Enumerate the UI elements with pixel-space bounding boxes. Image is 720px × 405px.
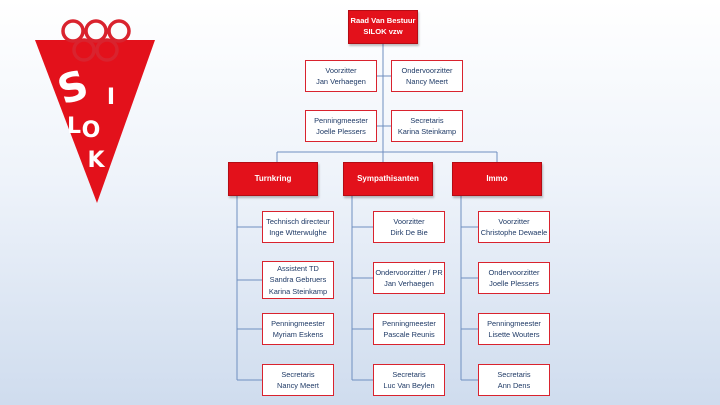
logo-ring xyxy=(84,19,108,43)
member-role: Voorzitter xyxy=(498,216,530,226)
member-name: Nancy Meert xyxy=(406,77,448,86)
member-name: Sandra Gebruers xyxy=(269,275,327,285)
logo-letter: L xyxy=(67,114,81,139)
member-name: Joelle Plessers xyxy=(489,279,539,288)
logo-pennant xyxy=(35,40,155,203)
member-role: Secretaris xyxy=(281,369,315,379)
member-role: Ondervoorzitter / PR xyxy=(375,267,443,277)
department-title: Turnkring xyxy=(254,174,292,184)
member-role: Secretaris xyxy=(392,369,426,379)
member-name: Ann Dens xyxy=(497,381,531,390)
logo-letter: O xyxy=(82,118,101,143)
logo-ring xyxy=(107,19,131,43)
department-member-box: Ondervoorzitter / PR Jan Verhaegen xyxy=(373,262,445,294)
department-box: Turnkring xyxy=(228,162,318,196)
department-box: Sympathisanten xyxy=(343,162,433,196)
member-role: Assistent TD xyxy=(277,263,319,273)
logo-ring xyxy=(61,19,85,43)
member-name: Lisette Wouters xyxy=(488,330,540,339)
member-name: Christophe Dewaele xyxy=(480,228,548,237)
department-title: Immo xyxy=(486,174,508,184)
member-role: Voorzitter xyxy=(325,65,357,75)
member-name: Inge Wtterwulghe xyxy=(269,228,327,237)
member-role: Penningmeester xyxy=(382,318,436,328)
silok-logo: S I L O K xyxy=(35,19,155,203)
member-role: Penningmeester xyxy=(271,318,325,328)
member-name: Myriam Eskens xyxy=(272,330,324,339)
member-role: Penningmeester xyxy=(314,115,368,125)
logo-letter: K xyxy=(87,148,105,173)
member-role: Ondervoorzitter xyxy=(488,267,540,277)
member-role: Technisch directeur xyxy=(266,216,330,226)
logo-ring xyxy=(72,38,96,62)
member-name: Luc Van Beylen xyxy=(383,381,435,390)
department-title: Sympathisanten xyxy=(357,174,419,184)
member-role: Penningmeester xyxy=(487,318,541,328)
member-name: Karina Steinkamp xyxy=(268,286,328,296)
member-name: Jan Verhaegen xyxy=(384,279,434,288)
member-role: Ondervoorzitter xyxy=(401,65,453,75)
member-role: Secretaris xyxy=(410,115,444,125)
member-name: Karina Steinkamp xyxy=(397,127,457,136)
member-name: Pascale Reunis xyxy=(383,330,435,339)
member-name: Jan Verhaegen xyxy=(316,77,366,86)
board-title-line: Raad Van Bestuur xyxy=(350,16,416,26)
member-role: Secretaris xyxy=(497,369,531,379)
member-name: Dirk De Bie xyxy=(390,228,428,237)
member-name: Joelle Plessers xyxy=(316,127,366,136)
member-name: Nancy Meert xyxy=(277,381,319,390)
department-box: Immo xyxy=(452,162,542,196)
logo-ring xyxy=(95,38,119,62)
member-role: Voorzitter xyxy=(393,216,425,226)
logo-letter: I xyxy=(107,85,115,110)
board-title-line: SILOK vzw xyxy=(363,27,403,36)
